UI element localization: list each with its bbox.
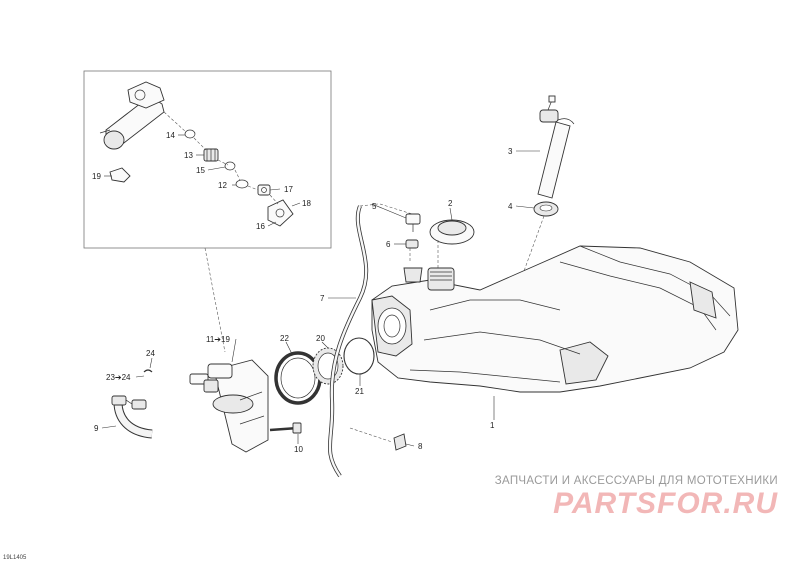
callout-3: 3	[508, 147, 513, 156]
o-ring-14	[184, 129, 196, 139]
hose-9	[111, 395, 153, 439]
callout-7: 7	[320, 294, 325, 303]
o-ring-12	[235, 179, 249, 189]
gasket-21	[343, 337, 375, 375]
sensor-gasket-4	[519, 201, 559, 283]
vent-hose-7	[327, 203, 413, 478]
callout-1: 1	[490, 421, 495, 430]
grommet-6	[405, 239, 419, 262]
drawing-code: 19L1405	[3, 555, 27, 561]
callout-17: 17	[284, 185, 293, 194]
watermark-brand: PARTSFOR.RU	[553, 487, 778, 520]
fuel-tank-1	[371, 245, 739, 393]
fuel-pump-assembly	[189, 359, 269, 453]
callout-19: 19	[92, 172, 101, 181]
callout-8: 8	[418, 442, 423, 451]
filter-13	[203, 148, 219, 162]
fuel-cap-2	[429, 219, 475, 268]
callout-5: 5	[372, 202, 377, 211]
callout-20: 20	[316, 334, 325, 343]
callout-23: 23➔24	[106, 373, 131, 382]
clip-8	[349, 427, 407, 451]
callout-18: 18	[302, 199, 311, 208]
callout-6: 6	[386, 240, 391, 249]
callout-labels: 1 2 3 4 5 6 7 8 9 10 11➔19 12 13 14 15 1…	[92, 131, 513, 454]
clip-24	[143, 369, 153, 373]
callout-21: 21	[355, 387, 364, 396]
pump-detail-inset	[83, 70, 332, 249]
valve-5	[405, 213, 421, 232]
callout-12: 12	[218, 181, 227, 190]
watermark: ЗАПЧАСТИ И АКСЕССУАРЫ ДЛЯ МОТОТЕХНИКИ PA…	[478, 475, 778, 519]
leader-lines	[101, 134, 540, 447]
bracket-16	[267, 199, 294, 227]
callout-22: 22	[280, 334, 289, 343]
filler-neck	[427, 267, 455, 291]
watermark-tagline: ЗАПЧАСТИ И АКСЕССУАРЫ ДЛЯ МОТОТЕХНИКИ	[494, 475, 778, 487]
callout-15: 15	[196, 166, 205, 175]
o-ring-15	[224, 161, 236, 171]
callout-14: 14	[166, 131, 175, 140]
connector-17	[257, 184, 271, 196]
bolt-10	[269, 422, 302, 434]
callout-9: 9	[94, 424, 99, 433]
callout-24: 24	[146, 349, 155, 358]
callout-13: 13	[184, 151, 193, 160]
callout-16: 16	[256, 222, 265, 231]
clip-19	[109, 167, 131, 183]
callout-4: 4	[508, 202, 513, 211]
callout-2: 2	[448, 199, 453, 208]
inset-pump-body	[99, 81, 165, 150]
callout-10: 10	[294, 445, 303, 454]
callout-11: 11➔19	[206, 335, 230, 344]
fuel-level-sensor-3	[537, 95, 575, 199]
